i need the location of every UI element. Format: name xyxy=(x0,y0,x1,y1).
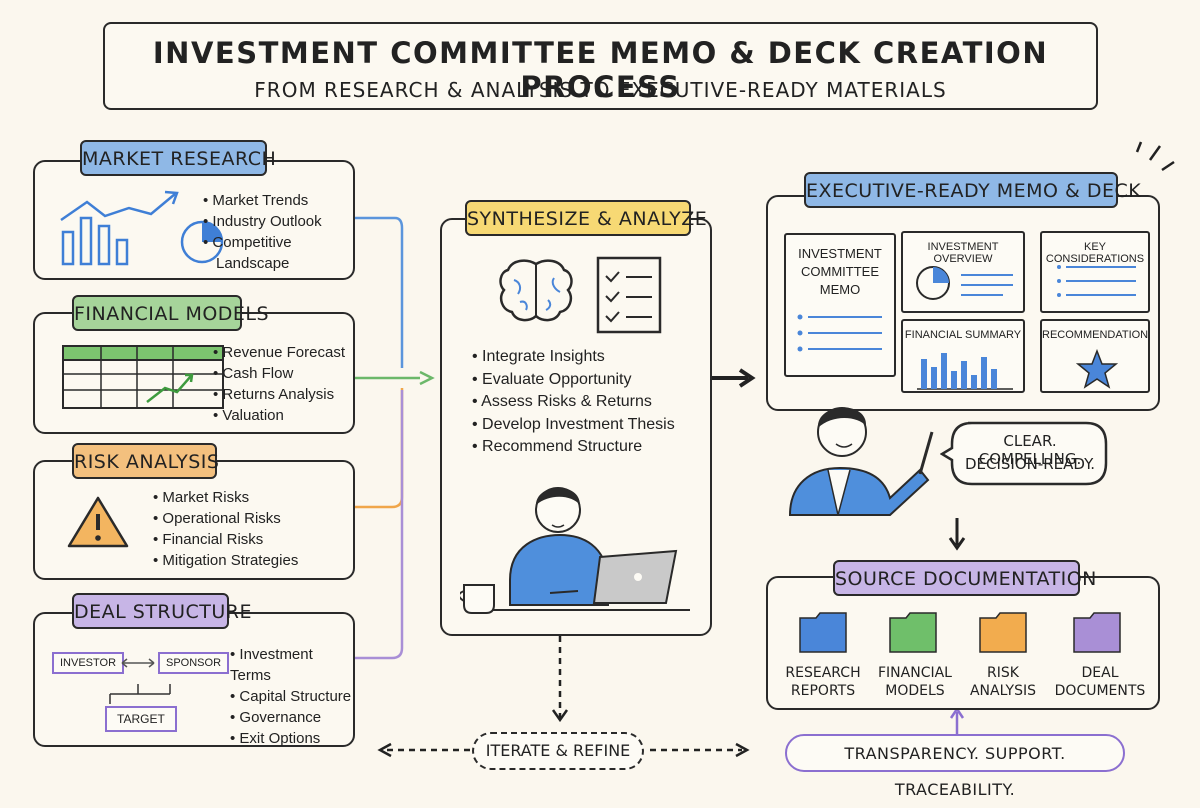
header-box: INVESTMENT COMMITTEE MEMO & DECK CREATIO… xyxy=(103,22,1098,110)
executive-deck-card: INVESTMENT COMMITTEE MEMO INVESTMENT OVE… xyxy=(766,195,1160,411)
market-research-label: MARKET RESEARCH xyxy=(80,140,276,176)
folder-financial: FINANCIAL MODELS xyxy=(870,610,960,706)
folder-label: FINANCIAL xyxy=(878,665,952,681)
synthesize-label: SYNTHESIZE & ANALYZE xyxy=(465,200,707,236)
deal-diagram: INVESTOR SPONSOR TARGET xyxy=(50,644,240,739)
bar-chart-icon xyxy=(917,353,1013,390)
folder-icon xyxy=(799,612,847,653)
folder-label: MODELS xyxy=(885,683,945,699)
list-item: Develop Investment Thesis xyxy=(472,414,712,437)
financial-models-card: Revenue Forecast Cash Flow Returns Analy… xyxy=(33,312,355,434)
speech-bubble-shape xyxy=(940,421,1108,486)
warning-icon xyxy=(67,496,129,548)
list-item: Returns Analysis xyxy=(213,384,353,405)
list-item: Competitive xyxy=(203,232,353,253)
list-item: Operational Risks xyxy=(153,508,353,529)
folder-label: ANALYSIS xyxy=(969,683,1037,699)
iterate-refine-pill: ITERATE & REFINE xyxy=(472,732,644,770)
folder-label: RISK xyxy=(987,665,1019,681)
slide-key-considerations: KEY CONSIDERATIONS xyxy=(1040,231,1150,313)
brain-icon xyxy=(499,259,573,322)
list-item: Assess Risks & Returns xyxy=(472,391,712,414)
target-node: TARGET xyxy=(105,706,177,732)
page-title: INVESTMENT COMMITTEE MEMO & DECK CREATIO… xyxy=(152,36,1049,104)
deal-structure-label: DEAL STRUCTURE xyxy=(72,593,252,629)
slide-financial-summary: FINANCIAL SUMMARY xyxy=(901,319,1025,393)
folder-label: DEAL xyxy=(1081,665,1119,681)
list-item: Investment Terms xyxy=(230,644,355,686)
folder-research: RESEARCH REPORTS xyxy=(778,610,868,706)
source-documentation-card: RESEARCH REPORTS FINANCIAL MODELS RISK A… xyxy=(766,576,1160,710)
deal-structure-card: INVESTOR SPONSOR TARGET Investment Terms… xyxy=(33,612,355,747)
slide-title: INVESTMENT OVERVIEW xyxy=(927,241,999,265)
spreadsheet-icon xyxy=(62,345,224,409)
slide-investment-overview: INVESTMENT OVERVIEW xyxy=(901,231,1025,313)
financial-models-list: Revenue Forecast Cash Flow Returns Analy… xyxy=(213,342,353,426)
list-item: Mitigation Strategies xyxy=(153,550,353,571)
checklist-icon xyxy=(596,256,662,334)
speech-bubble-line2: DECISION-READY. xyxy=(964,455,1096,473)
folder-label: REPORTS xyxy=(790,683,856,699)
folder-icon xyxy=(1073,612,1121,653)
memo-lines xyxy=(797,314,882,352)
list-item: Governance xyxy=(230,707,355,728)
market-chart-icon xyxy=(60,190,224,266)
synthesize-card: Integrate Insights Evaluate Opportunity … xyxy=(440,218,712,636)
list-item: Landscape xyxy=(216,255,290,272)
slide-recommendation: RECOMMENDATION xyxy=(1040,319,1150,393)
slide-title: RECOMMENDATION xyxy=(1042,329,1149,341)
deal-links xyxy=(109,658,171,704)
investor-node: INVESTOR xyxy=(52,652,125,674)
list-item: Financial Risks xyxy=(153,529,353,550)
list-item: Market Trends xyxy=(203,190,353,211)
risk-analysis-card: Market Risks Operational Risks Financial… xyxy=(33,460,355,580)
risk-analysis-label: RISK ANALYSIS xyxy=(72,443,219,479)
list-lines-icon xyxy=(1057,265,1136,297)
list-item: Integrate Insights xyxy=(472,346,712,369)
folder-risk: RISK ANALYSIS xyxy=(958,610,1048,706)
memo-title: INVESTMENT COMMITTEE MEMO xyxy=(798,246,882,297)
list-item: Valuation xyxy=(213,405,353,426)
tagline-pill: TRANSPARENCY. SUPPORT. TRACEABILITY. xyxy=(785,734,1125,799)
folder-label: RESEARCH xyxy=(785,665,861,681)
slide-title: FINANCIAL SUMMARY xyxy=(904,329,1022,341)
list-item: Evaluate Opportunity xyxy=(472,369,712,392)
list-item: Cash Flow xyxy=(213,363,353,384)
memo-document: INVESTMENT COMMITTEE MEMO xyxy=(784,233,896,377)
pie-icon xyxy=(916,266,1013,300)
star-icon xyxy=(1076,349,1118,389)
executive-deck-label: EXECUTIVE-READY MEMO & DECK xyxy=(804,172,1141,208)
synthesize-list: Integrate Insights Evaluate Opportunity … xyxy=(472,346,712,459)
financial-models-label: FINANCIAL MODELS xyxy=(72,295,269,331)
speech-bubble-line1: CLEAR. COMPELLING. xyxy=(978,432,1082,468)
sponsor-node: SPONSOR xyxy=(158,652,230,674)
analyst-illustration xyxy=(460,487,690,614)
market-research-list: Market Trends Industry Outlook Competiti… xyxy=(203,190,353,274)
folder-icon xyxy=(979,612,1027,653)
presenter-illustration xyxy=(788,407,934,516)
list-item: Market Risks xyxy=(153,487,353,508)
list-item: Exit Options xyxy=(230,728,355,749)
market-research-card: Market Trends Industry Outlook Competiti… xyxy=(33,160,355,280)
folder-label: DOCUMENTS xyxy=(1054,683,1146,699)
list-item: Revenue Forecast xyxy=(213,342,353,363)
source-documentation-label: SOURCE DOCUMENTATION xyxy=(833,560,1096,596)
deal-structure-list: Investment Terms Capital Structure Gover… xyxy=(230,644,355,749)
list-item: Industry Outlook xyxy=(203,211,353,232)
slide-title: KEY CONSIDERATIONS xyxy=(1045,241,1145,265)
list-item: Capital Structure xyxy=(230,686,355,707)
folder-icon xyxy=(889,612,937,653)
page-subtitle: FROM RESEARCH & ANALYSIS TO EXECUTIVE-RE… xyxy=(254,78,947,102)
risk-analysis-list: Market Risks Operational Risks Financial… xyxy=(153,487,353,571)
folder-deal: DEAL DOCUMENTS xyxy=(1050,610,1150,706)
list-item: Recommend Structure xyxy=(472,436,712,459)
